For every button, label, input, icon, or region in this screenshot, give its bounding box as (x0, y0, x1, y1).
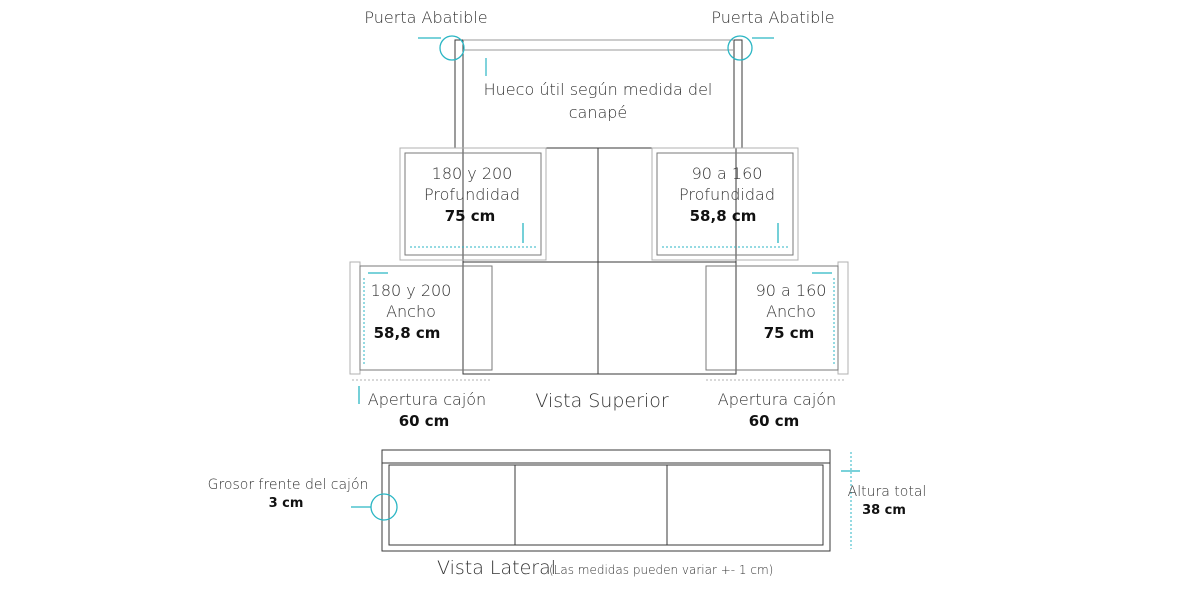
drawer-opening-right-label: Apertura cajón (717, 390, 837, 409)
width-drawer-inner-right (705, 265, 839, 371)
depth-left-line1: 180 y 200 (431, 164, 513, 183)
depth-left-line2: Profundidad (423, 185, 521, 204)
depth-right-value: 58,8 cm (689, 207, 757, 225)
front-thickness-value: 3 cm (268, 496, 304, 511)
depth-right-line1: 90 a 160 (691, 164, 763, 183)
width-drawer-outer-left (349, 261, 361, 375)
width-right-line1: 90 a 160 (755, 281, 827, 300)
width-left-line2: Ancho (386, 302, 436, 321)
width-right-line2: Ancho (766, 302, 816, 321)
side-view-body (381, 449, 831, 552)
total-height-label: Altura total (847, 484, 927, 500)
depth-drawer-inner-right (656, 152, 794, 256)
depth-right-line2: Profundidad (678, 185, 776, 204)
depth-left-value: 75 cm (444, 207, 496, 225)
base-body (462, 147, 737, 375)
measurement-note: (Las medidas pueden variar +- 1 cm) (549, 563, 774, 577)
width-left-line1: 180 y 200 (370, 281, 452, 300)
width-drawer-outer-right (837, 261, 849, 375)
door-panel-right (733, 39, 743, 149)
depth-drawer-outer-left (399, 147, 547, 261)
depth-drawer-inner-left (404, 152, 542, 256)
drawer-opening-left-value: 60 cm (398, 412, 450, 430)
width-right-value: 75 cm (763, 324, 815, 342)
side-view-title: Vista Lateral (437, 557, 556, 579)
width-left-value: 58,8 cm (373, 324, 441, 342)
drawer-opening-left-label: Apertura cajón (367, 390, 487, 409)
side-view-drawer-fronts (388, 464, 824, 546)
width-drawer-inner-left (359, 265, 493, 371)
front-thickness-label: Grosor frente del cajón (207, 477, 369, 493)
front-thickness-callout-circle (370, 493, 398, 521)
top-view-title: Vista Superior (535, 390, 669, 412)
total-height-value: 38 cm (862, 503, 906, 518)
door-label-right: Puerta Abatible (711, 8, 835, 27)
door-callout-circle-right (727, 35, 753, 61)
door-callout-circle-left (439, 35, 465, 61)
hollow-label-line2: canapé (568, 103, 628, 122)
door-panel-left (454, 39, 464, 149)
depth-drawer-outer-right (651, 147, 799, 261)
hollow-label-line1: Hueco útil según medida del (483, 80, 713, 99)
drawer-opening-right-value: 60 cm (748, 412, 800, 430)
door-label-left: Puerta Abatible (364, 8, 488, 27)
